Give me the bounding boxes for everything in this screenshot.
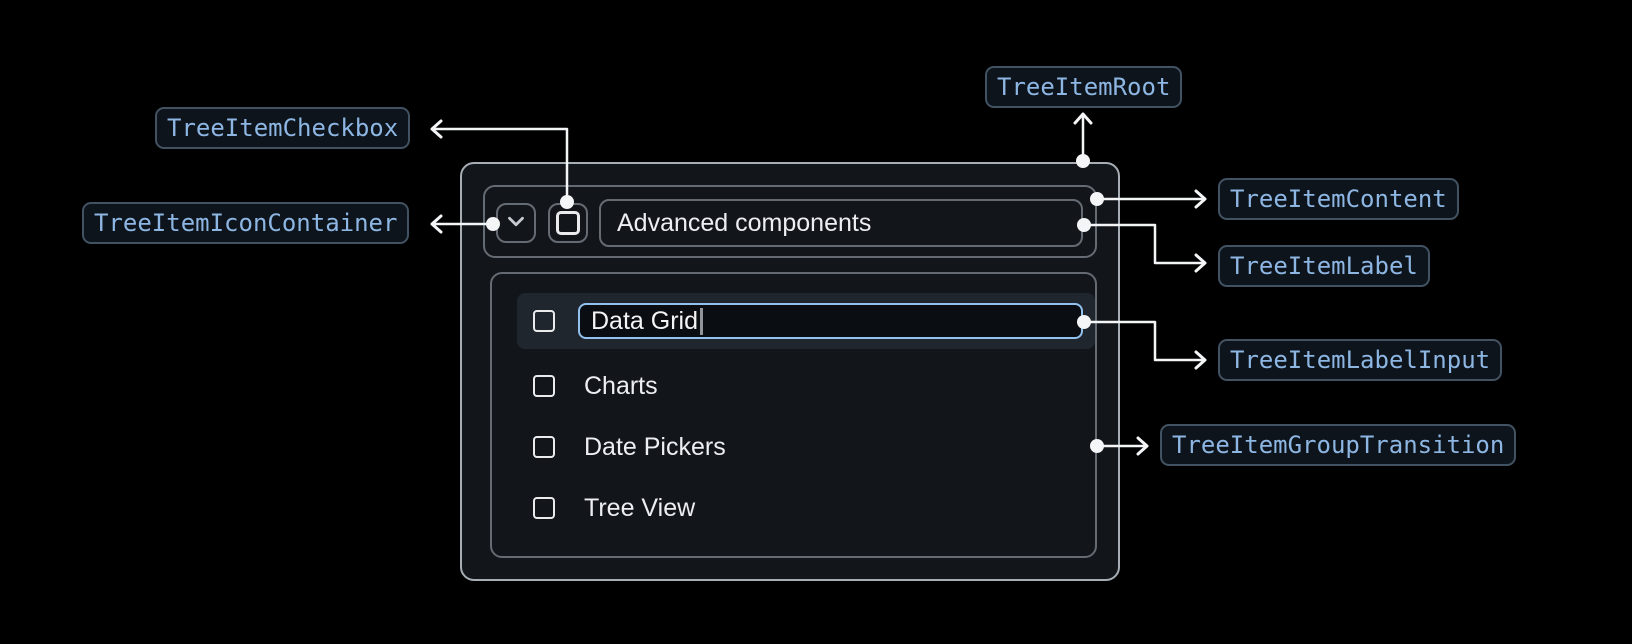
label-input-value: Data Grid — [591, 306, 698, 335]
parent-item-label: Advanced components — [617, 208, 872, 237]
tree-item-row[interactable]: Charts — [517, 362, 1095, 410]
checkbox-unchecked-icon — [556, 211, 580, 235]
tree-item-row[interactable]: Date Pickers — [517, 423, 1095, 471]
tree-item-row-editing[interactable]: Data Grid — [517, 293, 1095, 349]
checkbox-unchecked-icon[interactable] — [533, 310, 555, 332]
tree-item-label: Date Pickers — [584, 432, 726, 461]
tree-item-icon-container[interactable] — [496, 203, 536, 243]
tree-item-label-input[interactable]: Data Grid — [578, 303, 1083, 339]
tree-item-root: Advanced components Data Grid Charts Dat… — [460, 162, 1120, 581]
tree-item-label: Tree View — [584, 493, 696, 522]
connector-root — [1073, 112, 1093, 168]
text-caret — [699, 307, 703, 335]
badge-tree-item-icon-container: TreeItemIconContainer — [82, 202, 410, 244]
chevron-down-icon — [503, 208, 529, 239]
badge-tree-item-root: TreeItemRoot — [985, 66, 1183, 108]
badge-tree-item-label-input: TreeItemLabelInput — [1218, 339, 1503, 381]
tree-item-content[interactable]: Advanced components — [483, 185, 1097, 258]
checkbox-unchecked-icon[interactable] — [533, 497, 555, 519]
badge-tree-item-group-transition: TreeItemGroupTransition — [1160, 424, 1517, 466]
badge-tree-item-checkbox: TreeItemCheckbox — [155, 107, 411, 149]
tree-item-group-transition: Data Grid Charts Date Pickers Tree View — [490, 272, 1097, 558]
badge-tree-item-content: TreeItemContent — [1218, 178, 1459, 220]
checkbox-unchecked-icon[interactable] — [533, 436, 555, 458]
tree-item-row[interactable]: Tree View — [517, 484, 1095, 532]
tree-item-label[interactable]: Advanced components — [599, 199, 1083, 247]
tree-item-label: Charts — [584, 371, 658, 400]
badge-tree-item-label: TreeItemLabel — [1218, 245, 1430, 287]
checkbox-unchecked-icon[interactable] — [533, 375, 555, 397]
tree-item-checkbox[interactable] — [548, 203, 588, 243]
